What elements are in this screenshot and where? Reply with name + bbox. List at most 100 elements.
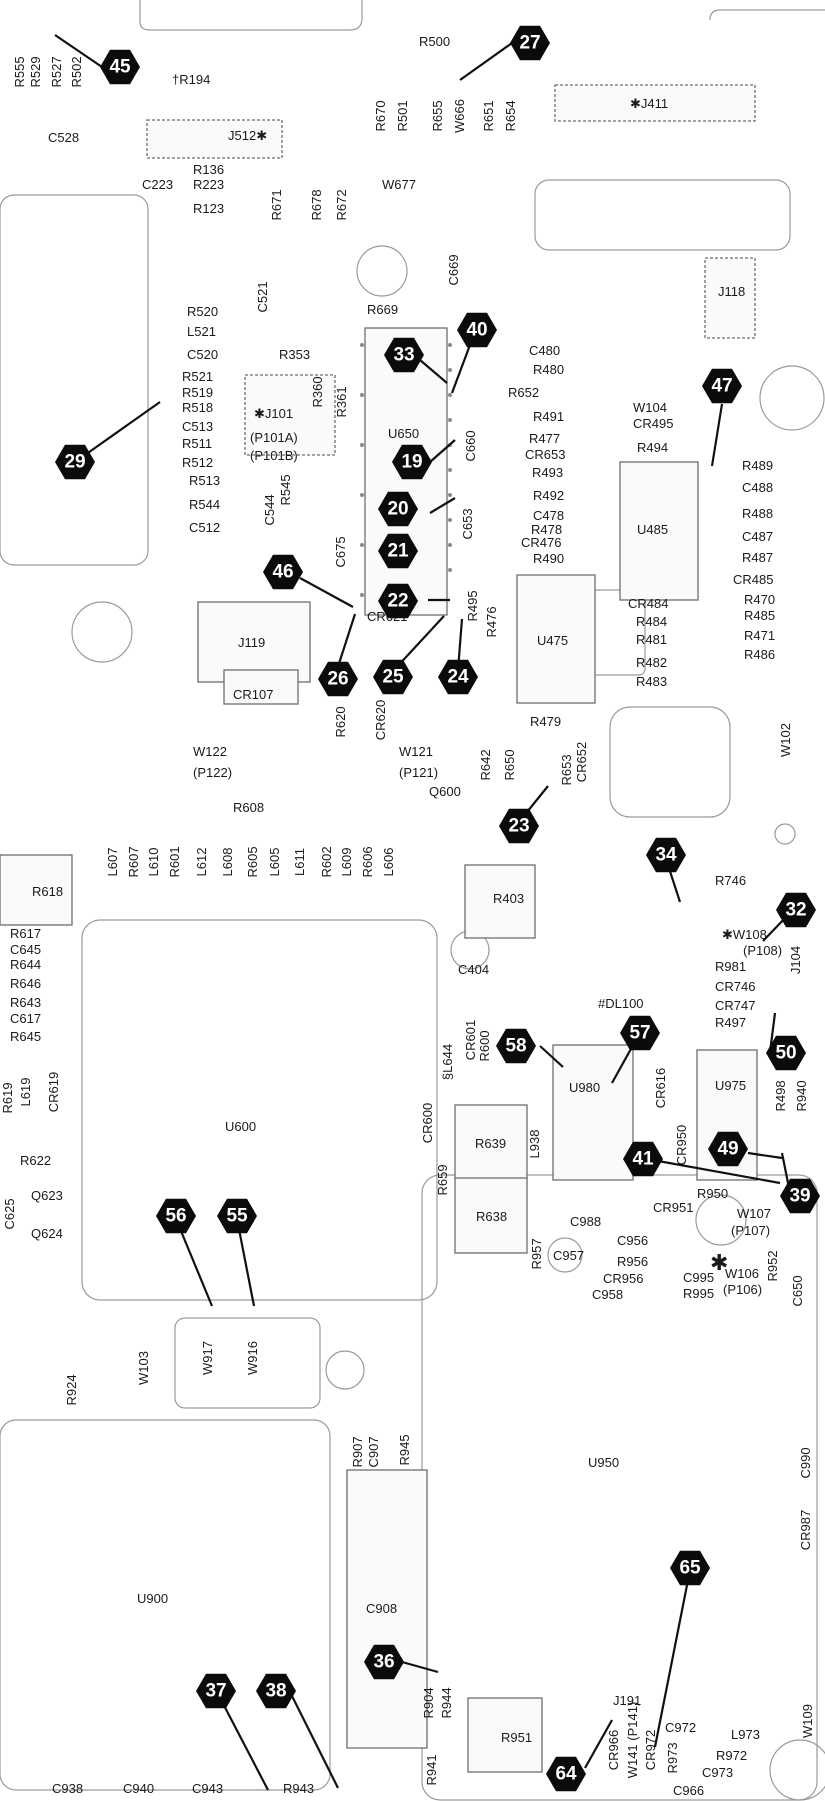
label-r602: R602 — [319, 846, 334, 877]
label-r608: R608 — [233, 800, 264, 815]
svg-text:65: 65 — [679, 1558, 701, 1579]
label-cr966: CR966 — [606, 1730, 621, 1770]
label-cr601: CR601 — [463, 1020, 478, 1060]
label-l607: L607 — [105, 848, 120, 877]
label-c988: C988 — [570, 1214, 601, 1229]
callout-64: 64 — [546, 1756, 586, 1792]
label-l973: L973 — [731, 1727, 760, 1742]
label-u900: U900 — [137, 1591, 168, 1606]
callout-22: 22 — [378, 583, 418, 619]
svg-text:20: 20 — [387, 499, 408, 520]
label-r639: R639 — [475, 1136, 506, 1151]
label-r941: R941 — [424, 1754, 439, 1785]
label-c669: C669 — [446, 254, 461, 285]
label-c958: C958 — [592, 1287, 623, 1302]
label-c943: C943 — [192, 1781, 223, 1796]
label-p121: (P121) — [399, 765, 438, 780]
label-r678: R678 — [309, 189, 324, 220]
label-l609: L609 — [339, 848, 354, 877]
label-r659: R659 — [435, 1164, 450, 1195]
label-r477: R477 — [529, 431, 560, 446]
label-j101: ✱J101 — [254, 406, 293, 421]
label-q624: Q624 — [31, 1226, 63, 1241]
component-bodies — [0, 84, 758, 1773]
svg-text:38: 38 — [265, 1681, 286, 1702]
label-cr619: CR619 — [46, 1072, 61, 1112]
label-l611: L611 — [292, 848, 307, 876]
label-r360: R360 — [310, 376, 325, 407]
label-r544: R544 — [189, 497, 220, 512]
label-c528: C528 — [48, 130, 79, 145]
label-p122: (P122) — [193, 765, 232, 780]
svg-text:26: 26 — [327, 669, 348, 690]
svg-text:34: 34 — [655, 845, 677, 866]
label-l606: L606 — [381, 848, 396, 877]
callout-20: 20 — [378, 491, 418, 527]
callout-58: 58 — [496, 1028, 536, 1064]
svg-text:39: 39 — [789, 1186, 810, 1207]
label-c617: C617 — [10, 1011, 41, 1026]
svg-text:55: 55 — [226, 1206, 248, 1227]
label-cr600: CR600 — [420, 1103, 435, 1143]
label-r652: R652 — [508, 385, 539, 400]
label-r223: R223 — [193, 177, 224, 192]
label-cr972: CR972 — [643, 1730, 658, 1770]
label-cr484: CR484 — [628, 596, 668, 611]
label-w677: W677 — [382, 177, 416, 192]
label-r353: R353 — [279, 347, 310, 362]
label-c990: C990 — [798, 1447, 813, 1478]
svg-text:58: 58 — [505, 1036, 526, 1057]
label-c973: C973 — [702, 1765, 733, 1780]
callout-46: 46 — [263, 554, 303, 590]
label-r483: R483 — [636, 674, 667, 689]
label-r972: R972 — [716, 1748, 747, 1763]
label-w103: W103 — [136, 1351, 151, 1385]
label-cr987: CR987 — [798, 1510, 813, 1550]
label-r655: R655 — [430, 100, 445, 131]
svg-text:32: 32 — [785, 900, 806, 921]
svg-text:36: 36 — [373, 1652, 394, 1673]
label-j512: J512✱ — [228, 128, 267, 143]
callout-29: 29 — [55, 444, 95, 480]
callout-32: 32 — [776, 892, 816, 928]
label-r518: R518 — [182, 400, 213, 415]
label-c957: C957 — [553, 1248, 584, 1263]
svg-text:57: 57 — [629, 1023, 650, 1044]
label-c478: C478 — [533, 508, 564, 523]
callout-65: 65 — [670, 1550, 710, 1586]
svg-text:21: 21 — [387, 541, 409, 562]
label-r480: R480 — [533, 362, 564, 377]
callout-26: 26 — [318, 661, 358, 697]
label-r495: R495 — [465, 590, 480, 621]
svg-text:37: 37 — [205, 1681, 226, 1702]
label-cr476: CR476 — [521, 535, 561, 550]
svg-text:40: 40 — [466, 320, 487, 341]
label-r519: R519 — [182, 385, 213, 400]
label-r645: R645 — [10, 1029, 41, 1044]
label-cr616: CR616 — [653, 1068, 668, 1108]
label-r924: R924 — [64, 1374, 79, 1405]
label-r136: R136 — [193, 162, 224, 177]
label-c660: C660 — [463, 430, 478, 461]
label-c675: C675 — [333, 536, 348, 567]
label-dl100: #DL100 — [598, 996, 644, 1011]
label-r943: R943 — [283, 1781, 314, 1796]
label-r497: R497 — [715, 1015, 746, 1030]
label-q600: Q600 — [429, 784, 461, 799]
label-r617: R617 — [10, 926, 41, 941]
label-r403: R403 — [493, 891, 524, 906]
svg-text:27: 27 — [519, 33, 540, 54]
label-r607: R607 — [126, 846, 141, 877]
svg-text:47: 47 — [711, 376, 732, 397]
callout-45: 45 — [100, 49, 140, 85]
callout-47: 47 — [702, 368, 742, 404]
label-u475: U475 — [537, 633, 568, 648]
label-l610: L610 — [146, 848, 161, 877]
label-r478: R478 — [531, 522, 562, 537]
callout-21: 21 — [378, 533, 418, 569]
component-labels: R555 R529 R527 R502 C528 †R194 R500 R670… — [0, 34, 815, 1798]
svg-text:29: 29 — [64, 452, 85, 473]
label-p107: (P107) — [731, 1223, 770, 1238]
label-r746: R746 — [715, 873, 746, 888]
